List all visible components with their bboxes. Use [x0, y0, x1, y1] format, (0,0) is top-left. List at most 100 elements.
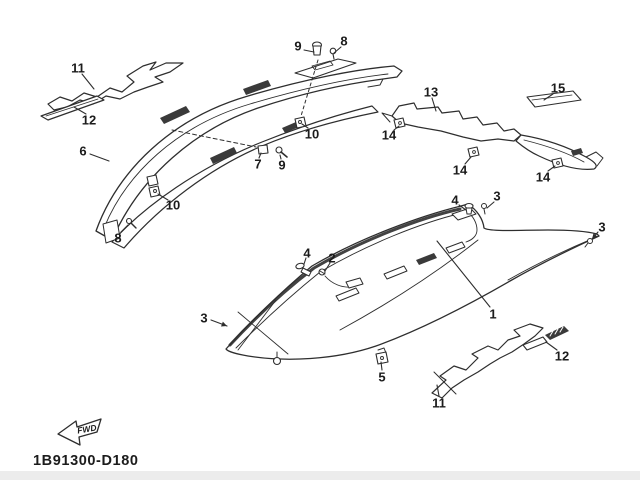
- xmax-emblem-outline: [47, 61, 184, 111]
- clip-hole: [380, 356, 384, 360]
- trim-arm-hook: [585, 151, 604, 167]
- callout-3-label: 3: [598, 220, 605, 235]
- detail-line: [311, 60, 334, 71]
- clip: [257, 144, 269, 155]
- clip-hole: [472, 150, 476, 154]
- callout-14-label: 14: [453, 163, 468, 178]
- callout-10-label: 10: [305, 127, 319, 142]
- callout-13-leader: [431, 97, 437, 112]
- callout-14-leader: [393, 125, 400, 131]
- callout-14-leader: [547, 165, 556, 172]
- trim-strip-outline: [526, 90, 582, 108]
- callout-1-leader: [436, 240, 491, 308]
- callout-7-leader: [258, 152, 262, 159]
- callout-3-arrowhead: [221, 321, 227, 327]
- footer-band: [0, 471, 640, 480]
- callout-15-leader: [543, 93, 554, 101]
- callout-3-label: 3: [200, 311, 207, 326]
- shade-patch: [545, 326, 569, 340]
- callout-8-leader: [333, 46, 342, 54]
- clip: [375, 351, 389, 365]
- shade-patch: [243, 80, 271, 95]
- shade-patch: [210, 147, 237, 164]
- emblem-strip-outline: [522, 336, 548, 351]
- screw-head: [125, 217, 133, 225]
- callout-3-arrowhead: [592, 233, 598, 239]
- callout-12-label: 12: [82, 113, 96, 128]
- side-panel-outline: [225, 203, 600, 360]
- cover-foot-tab: [102, 219, 121, 244]
- grommet-screw-body: [465, 207, 473, 215]
- fwd-arrow-icon: [57, 418, 102, 446]
- detail-line: [531, 94, 573, 101]
- callout-11-label: 11: [71, 61, 85, 76]
- callout-14-label: 14: [382, 128, 397, 143]
- callout-4-label: 4: [451, 193, 459, 208]
- clip-hole: [298, 120, 302, 124]
- clip: [148, 185, 161, 198]
- callout-14-leader: [464, 156, 472, 165]
- shade-patch: [160, 106, 190, 124]
- callout-10-label: 10: [166, 198, 180, 213]
- detail-line: [45, 98, 99, 117]
- callout-14-label: 14: [536, 170, 551, 185]
- callout-4-leader: [303, 257, 307, 265]
- callout-11-leader: [81, 73, 95, 90]
- trim-assembly-group: [381, 90, 604, 170]
- screw-body: [130, 222, 137, 229]
- shade-patch: [571, 148, 583, 156]
- callout-12-label: 12: [555, 349, 569, 364]
- callout-6-leader: [89, 153, 110, 162]
- callout-15-label: 15: [551, 81, 565, 96]
- crease-line: [237, 299, 277, 351]
- hatch-line: [549, 326, 564, 337]
- detail-line: [103, 73, 389, 229]
- callout-5-leader: [380, 361, 383, 371]
- slot: [383, 265, 408, 280]
- callout-12-leader: [545, 341, 558, 351]
- grommet-screw-body: [312, 45, 322, 56]
- screw-body: [584, 242, 589, 248]
- grommet-screw-body: [300, 267, 312, 277]
- callout-5-label: 5: [378, 370, 385, 385]
- callout-10-leader: [301, 123, 309, 129]
- clip-hole: [398, 121, 402, 125]
- assembly-dash-line: [300, 59, 319, 117]
- clip: [467, 146, 480, 158]
- clip: [345, 277, 364, 289]
- shade-patch: [416, 253, 437, 265]
- callout-3-label: 3: [493, 189, 500, 204]
- callout-12-leader: [73, 106, 87, 115]
- upper-cover-outline: [95, 65, 403, 241]
- callout-11-label: 11: [432, 396, 446, 411]
- panel-top-band: [228, 207, 462, 347]
- callout-11-leader: [436, 384, 440, 397]
- slot: [335, 287, 360, 302]
- callout-13-label: 13: [424, 85, 438, 100]
- side-panel-group: [225, 202, 600, 366]
- fwd-label: FWD: [76, 422, 97, 435]
- detail-line: [507, 237, 595, 281]
- callout-2-leader: [324, 262, 331, 272]
- screw-body: [483, 208, 486, 215]
- detail-line: [523, 139, 585, 163]
- callout-1-label: 1: [489, 307, 496, 322]
- callout-6-label: 6: [79, 144, 86, 159]
- trim-bracket-outline: [391, 102, 522, 142]
- callout-9-label: 9: [278, 158, 285, 173]
- callout-4-label: 4: [303, 246, 311, 261]
- callout-3-leader: [486, 201, 495, 209]
- trim-bracket-tab: [381, 112, 393, 123]
- crease-line: [339, 239, 479, 331]
- screw-body: [332, 53, 335, 60]
- callout-9-leader: [303, 49, 315, 53]
- screw-slot: [319, 270, 326, 275]
- cover-end-cap: [367, 78, 384, 88]
- assembly-dash-line: [171, 129, 257, 148]
- emblem-top-left-group: [40, 61, 184, 121]
- callout-8-label: 8: [114, 231, 121, 246]
- screw-body: [280, 151, 288, 158]
- callout-8-leader: [120, 224, 129, 233]
